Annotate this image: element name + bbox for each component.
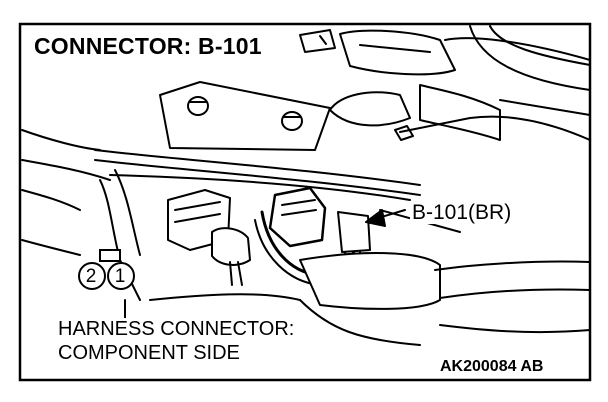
- pin-number-2: 2: [85, 266, 97, 287]
- connector-callout-label: B-101(BR): [410, 201, 514, 224]
- pin-diagram: [78, 249, 135, 290]
- figure-code: AK200084 AB: [438, 358, 546, 376]
- hose: [299, 252, 441, 310]
- caption-line-2: COMPONENT SIDE: [56, 342, 242, 364]
- engine-component-top: [339, 29, 456, 76]
- caption-line-1: HARNESS CONNECTOR:: [56, 318, 297, 340]
- arrowhead: [365, 209, 386, 227]
- bracket-bolt: [281, 111, 303, 131]
- pin-number-1: 1: [114, 266, 126, 287]
- connector-b101: [268, 186, 327, 248]
- bracket-bolt: [187, 96, 209, 116]
- pin-circle: [78, 262, 106, 290]
- pin-circle: [107, 262, 135, 290]
- diagram-title: CONNECTOR: B-101: [32, 33, 268, 60]
- connector-latch: [99, 249, 121, 262]
